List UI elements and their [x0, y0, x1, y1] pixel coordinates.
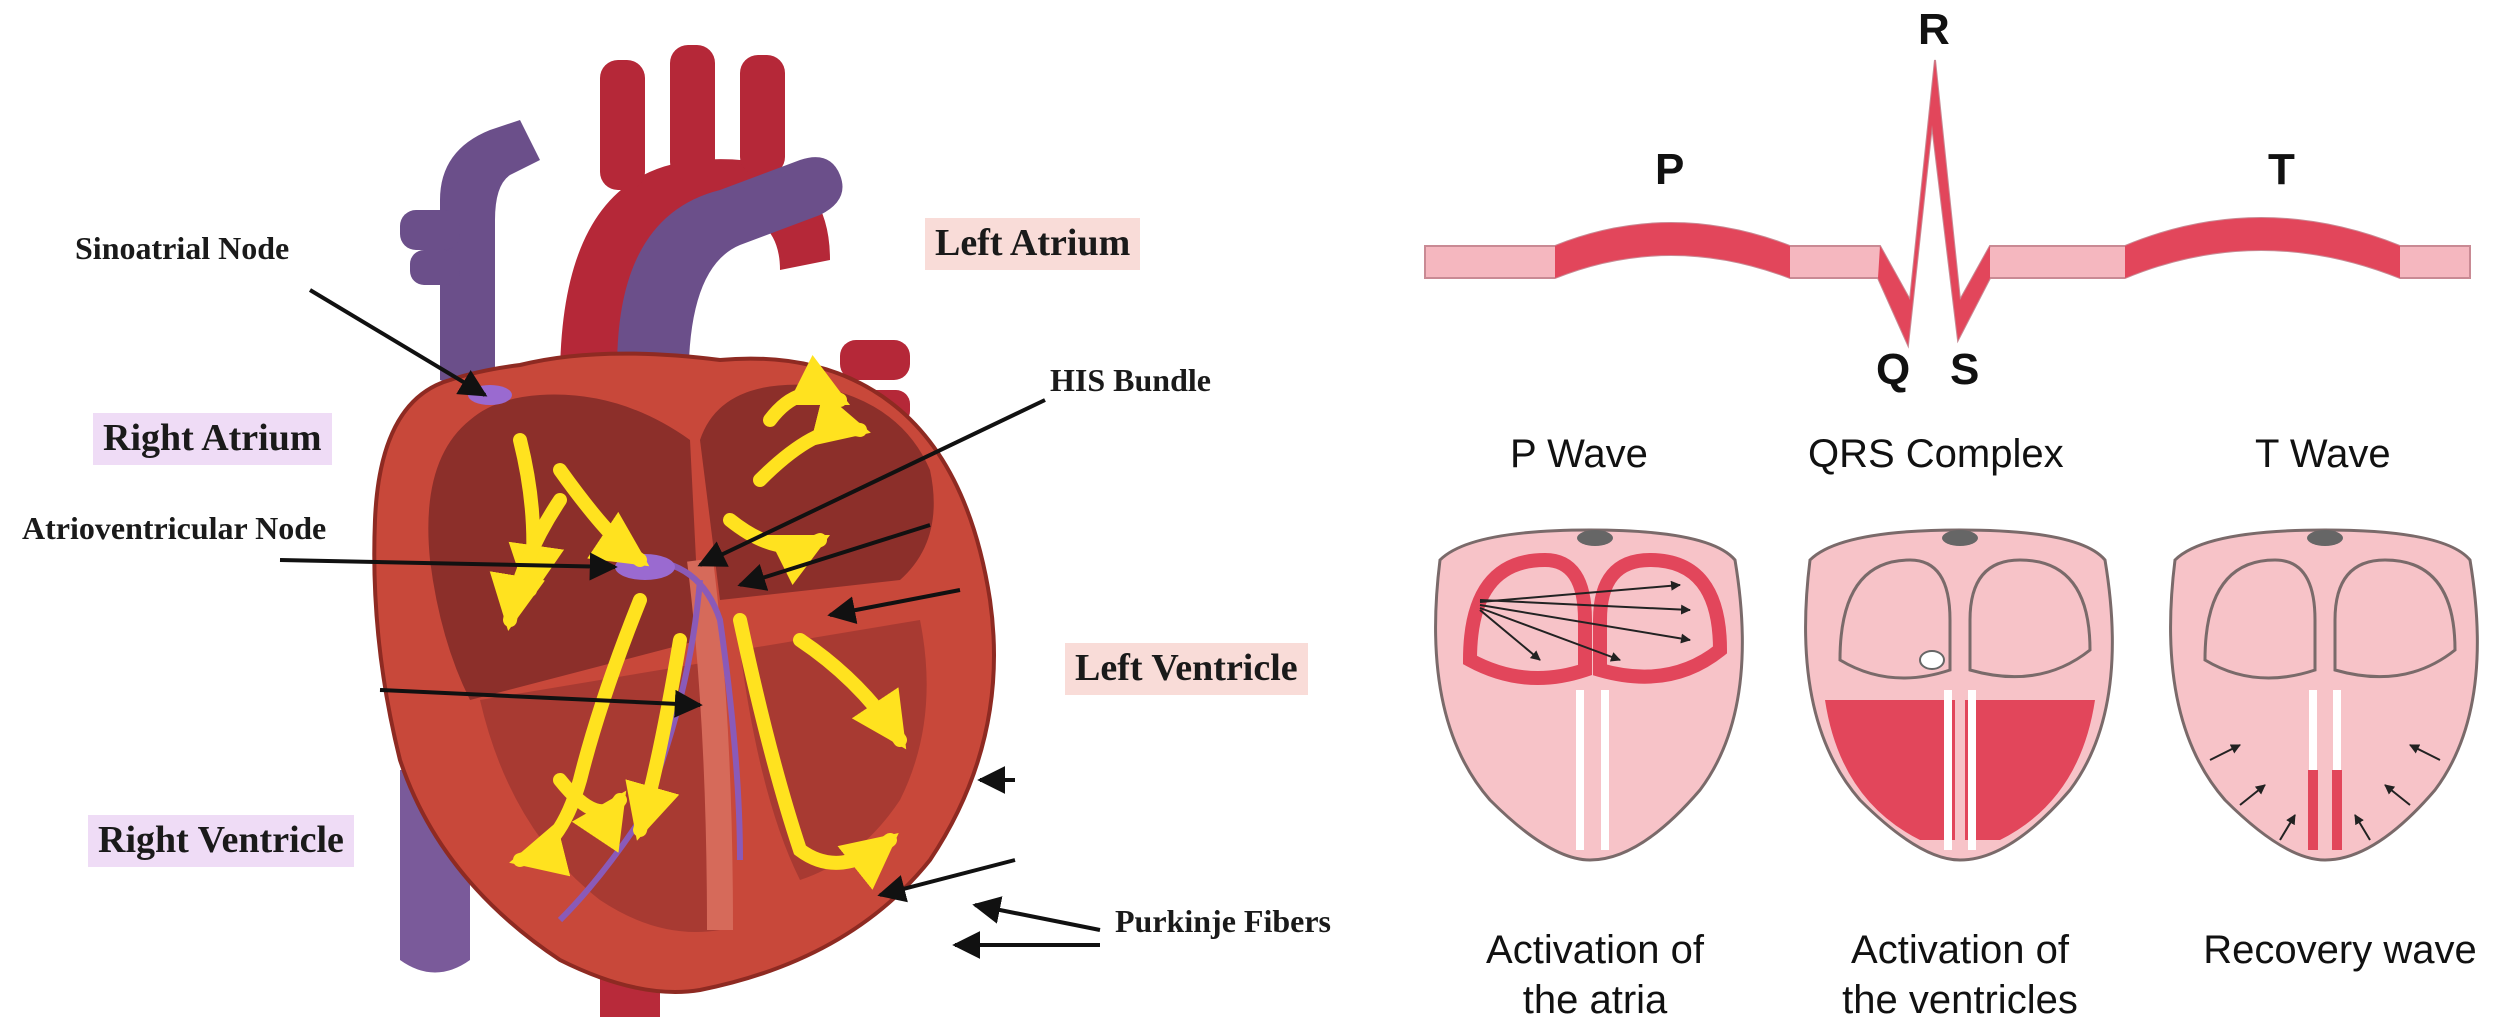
his-bundle-label: HIS Bundle — [1050, 362, 1211, 399]
right-atrium-label: Right Atrium — [93, 413, 332, 465]
t-wave-caption: Recovery wave — [2170, 925, 2510, 975]
qrs-complex-caption: Activation of the ventricles — [1800, 925, 2120, 1025]
qrs-complex-caption-line2: the ventricles — [1800, 975, 2120, 1025]
p-wave-caption: Activation of the atria — [1440, 925, 1750, 1025]
pulmonary-vein-left — [400, 210, 460, 250]
aortic-branch-2 — [670, 45, 715, 180]
heart-illustration — [280, 45, 1100, 1017]
pulmonary-vein-right — [840, 340, 910, 380]
ecg-t-segment — [2125, 218, 2400, 278]
ecg-label-r: R — [1918, 5, 1950, 55]
qrs-heart-diagram — [1806, 530, 2113, 860]
t-wave-heart-diagram — [2171, 530, 2478, 860]
ecg-qrs-segment — [1878, 60, 1990, 345]
ecg-trace — [1425, 60, 2470, 345]
ecg-p-segment — [1555, 223, 1790, 278]
p-wave-caption-line1: Activation of — [1440, 925, 1750, 975]
ecg-label-t: T — [2268, 145, 2295, 195]
t-wave-title: T Wave — [2255, 432, 2391, 477]
atrioventricular-node-label: Atrioventricular Node — [22, 510, 326, 547]
left-atrium-label: Left Atrium — [925, 218, 1140, 270]
aortic-branch-3 — [740, 55, 785, 175]
sinoatrial-node-label: Sinoatrial Node — [75, 230, 289, 267]
p-wave-title: P Wave — [1510, 432, 1648, 477]
qrs-complex-title: QRS Complex — [1808, 432, 2064, 477]
right-ventricle-label: Right Ventricle — [88, 815, 354, 867]
qrs-complex-caption-line1: Activation of — [1800, 925, 2120, 975]
aortic-branch-1 — [600, 60, 645, 190]
purkinje-fibers-label: Purkinje Fibers — [1115, 903, 1331, 940]
left-ventricle-label: Left Ventricle — [1065, 643, 1308, 695]
ecg-label-p: P — [1655, 145, 1684, 195]
pulmonary-vein-left-2 — [410, 250, 460, 285]
p-wave-caption-line2: the atria — [1440, 975, 1750, 1025]
p-wave-heart-diagram — [1436, 530, 1743, 860]
ecg-label-s: S — [1950, 345, 1979, 395]
t-wave-caption-line1: Recovery wave — [2170, 925, 2510, 975]
ecg-label-q: Q — [1876, 345, 1910, 395]
